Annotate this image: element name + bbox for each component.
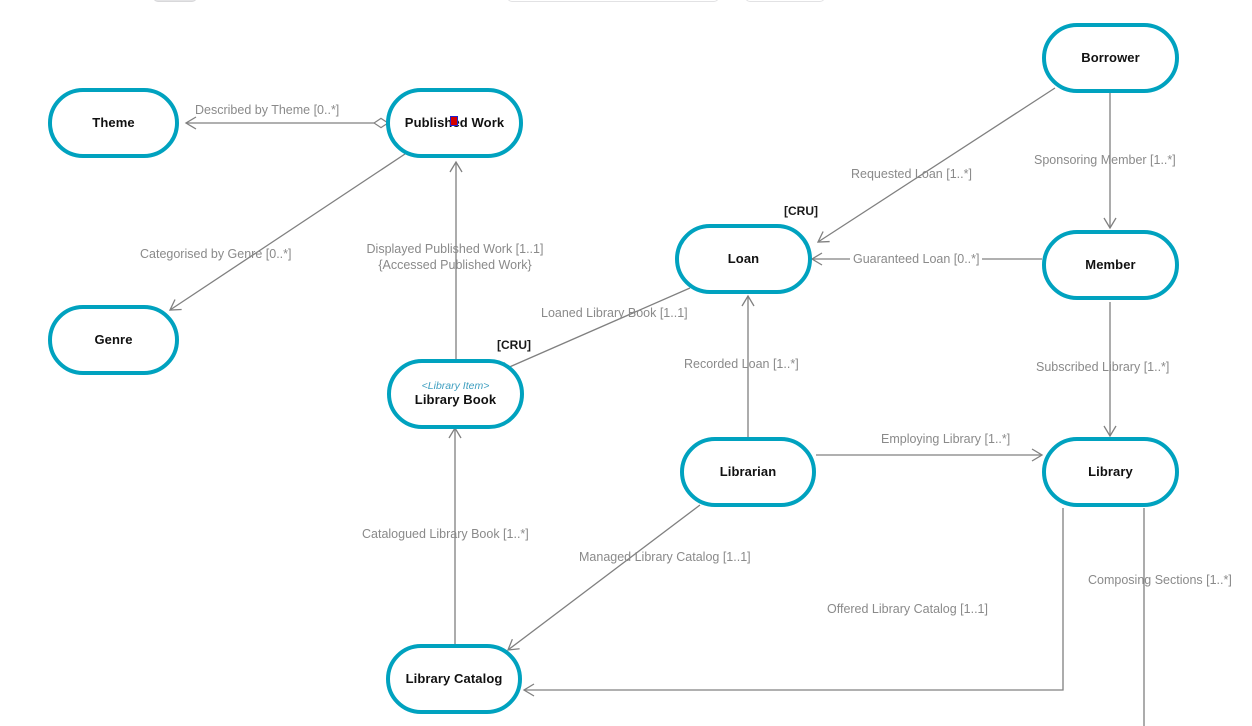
edge-label-subscribed-library: Subscribed Library [1..*] (1036, 360, 1170, 374)
node-member-label: Member (1085, 256, 1136, 272)
node-librarian[interactable]: Librarian (680, 437, 816, 507)
node-borrower-label: Borrower (1081, 49, 1140, 65)
edge-label-categorised-by-genre: Categorised by Genre [0..*] (140, 247, 292, 261)
node-member[interactable]: Member (1042, 230, 1179, 300)
node-published-work[interactable]: Published Work (386, 88, 523, 158)
edge-label-sponsoring-member: Sponsoring Member [1..*] (1034, 153, 1176, 167)
edge-label-recorded-loan: Recorded Loan [1..*] (684, 357, 799, 371)
edge-label-employing-library: Employing Library [1..*] (881, 432, 1011, 446)
tag-cru-loan: [CRU] (784, 204, 818, 218)
node-library[interactable]: Library (1042, 437, 1179, 507)
edge-label-displayed-published-work: Displayed Published Work [1..1] {Accesse… (366, 242, 544, 272)
node-genre-label: Genre (94, 331, 133, 347)
edge-label-described-by-theme: Described by Theme [0..*] (195, 103, 340, 117)
node-library-label: Library (1088, 463, 1133, 479)
edge-label-guaranteed-loan: Guaranteed Loan [0..*] (850, 252, 983, 268)
node-librarian-label: Librarian (719, 463, 777, 479)
node-library-catalog[interactable]: Library Catalog (386, 644, 522, 714)
text-caret-marker (450, 116, 458, 126)
node-theme-label: Theme (92, 114, 135, 130)
edge-label-offered-library-catalog: Offered Library Catalog [1..1] (827, 602, 988, 616)
node-library-book-stereotype: <Library Item> (421, 380, 490, 392)
node-library-catalog-label: Library Catalog (405, 670, 503, 686)
edge-label-catalogued-library-book: Catalogued Library Book [1..*] (362, 527, 529, 541)
edge-label-requested-loan: Requested Loan [1..*] (851, 167, 972, 181)
node-borrower[interactable]: Borrower (1042, 23, 1179, 93)
node-genre[interactable]: Genre (48, 305, 179, 375)
node-library-book-label: Library Book (414, 392, 497, 408)
node-theme[interactable]: Theme (48, 88, 179, 158)
node-library-book[interactable]: <Library Item> Library Book (387, 359, 524, 429)
edge-label-loaned-library-book: Loaned Library Book [1..1] (541, 306, 688, 320)
edge-label-composing-sections: Composing Sections [1..*] (1088, 573, 1232, 587)
node-loan[interactable]: Loan (675, 224, 812, 294)
edge-label-managed-library-catalog: Managed Library Catalog [1..1] (579, 550, 751, 564)
tag-cru-library-book: [CRU] (497, 338, 531, 352)
node-loan-label: Loan (727, 250, 760, 266)
